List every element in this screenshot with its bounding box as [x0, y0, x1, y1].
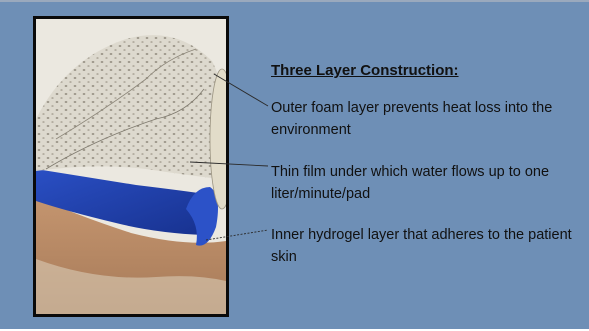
layer-label-outer-foam: Outer foam layer prevents heat loss into… — [271, 97, 581, 141]
heading: Three Layer Construction: — [271, 62, 459, 79]
pad-illustration — [33, 16, 229, 317]
pad-layers-graphic — [36, 19, 226, 314]
layer-label-inner-hydrogel: Inner hydrogel layer that adheres to the… — [271, 224, 581, 268]
layer-label-thin-film: Thin film under which water flows up to … — [271, 161, 581, 205]
